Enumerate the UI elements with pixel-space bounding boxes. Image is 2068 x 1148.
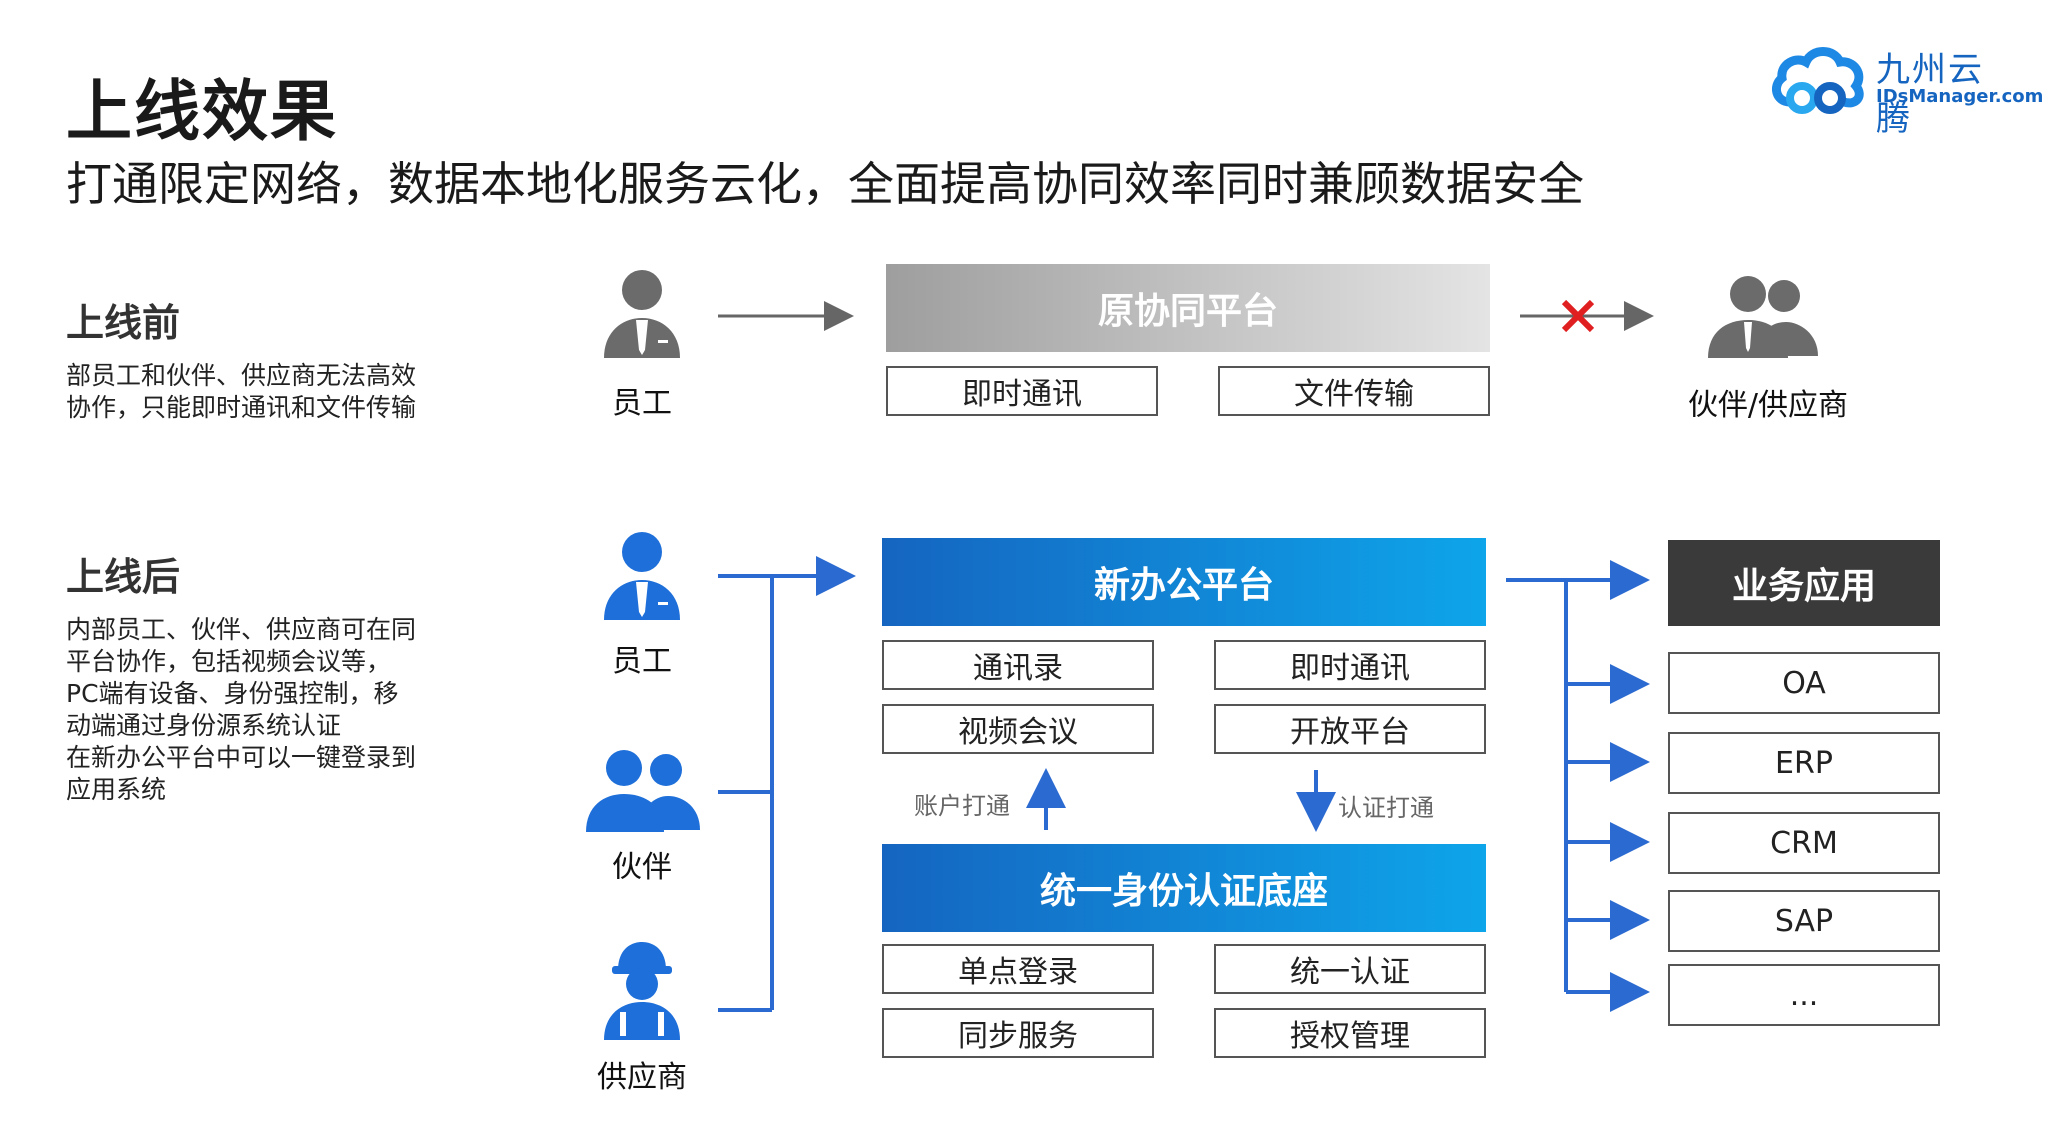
blocked-x-icon (1561, 299, 1595, 333)
app-item-more: ... (1668, 964, 1940, 1026)
persons-to-platform-connector (718, 556, 856, 1012)
after-employee-label: 员工 (612, 644, 672, 679)
new-platform-item: 即时通讯 (1214, 640, 1486, 690)
before-employee-label: 员工 (612, 386, 672, 421)
partner-icon-blue (586, 750, 700, 832)
old-platform-title: 原协同平台 (1097, 291, 1278, 332)
business-apps-title: 业务应用 (1731, 566, 1876, 607)
logo-english-text: IDsManager.com (1876, 86, 2044, 107)
before-desc-line: 协作，只能即时通讯和文件传输 (66, 393, 417, 422)
before-description: 部员工和伙伴、供应商无法高效 协作，只能即时通讯和文件传输 (66, 360, 416, 424)
employee-icon-blue (604, 532, 680, 620)
new-platform-title: 新办公平台 (1093, 565, 1274, 606)
app-item-crm: CRM (1668, 812, 1940, 874)
new-platform-header: 新办公平台 (882, 538, 1486, 626)
identity-base-title: 统一身份认证底座 (1039, 871, 1328, 912)
new-platform-item: 通讯录 (882, 640, 1154, 690)
supplier-icon-blue (604, 942, 680, 1040)
after-desc-line: 平台协作，包括视频会议等， (66, 647, 392, 676)
after-desc-line: 内部员工、伙伴、供应商可在同 (66, 615, 417, 644)
new-platform-item: 视频会议 (882, 704, 1154, 754)
after-desc-line: 应用系统 (66, 775, 167, 804)
after-description: 内部员工、伙伴、供应商可在同 平台协作，包括视频会议等， PC端有设备、身份强控… (66, 614, 416, 806)
after-desc-line: 动端通过身份源系统认证 (66, 711, 342, 740)
before-desc-line: 部员工和伙伴、供应商无法高效 (66, 361, 417, 390)
employee-icon-gray (604, 270, 680, 358)
page-subtitle: 打通限定网络，数据本地化服务云化，全面提高协同效率同时兼顾数据安全 (66, 157, 1584, 211)
identity-base-item: 单点登录 (882, 944, 1154, 994)
after-title: 上线后 (66, 555, 181, 599)
company-logo: 九州云腾 IDsManager.com (1768, 40, 2043, 139)
before-partners-label: 伙伴/供应商 (1687, 388, 1849, 423)
before-title: 上线前 (66, 301, 181, 345)
logo-chinese-text: 九州云腾 (1876, 50, 1984, 139)
new-platform-item: 开放平台 (1214, 704, 1486, 754)
identity-base-item: 同步服务 (882, 1008, 1154, 1058)
after-desc-line: PC端有设备、身份强控制，移 (66, 679, 399, 708)
cloud-logo-icon (1771, 47, 1864, 114)
auth-link-label: 认证打通 (1338, 794, 1434, 822)
old-platform-item: 即时通讯 (886, 366, 1158, 416)
app-item-sap: SAP (1668, 890, 1940, 952)
account-link-label: 账户打通 (914, 792, 1010, 820)
after-desc-line: 在新办公平台中可以一键登录到 (66, 743, 417, 772)
old-platform-header: 原协同平台 (886, 264, 1490, 352)
partners-icon-gray (1708, 276, 1818, 358)
app-item-erp: ERP (1668, 732, 1940, 794)
identity-base-item: 统一认证 (1214, 944, 1486, 994)
app-item-oa: OA (1668, 652, 1940, 714)
page-title: 上线效果 (66, 73, 338, 150)
after-supplier-label: 供应商 (597, 1060, 687, 1095)
after-partner-label: 伙伴 (612, 850, 672, 885)
business-apps-header: 业务应用 (1668, 540, 1940, 626)
identity-base-item: 授权管理 (1214, 1008, 1486, 1058)
old-platform-item: 文件传输 (1218, 366, 1490, 416)
platform-to-apps-connector (1506, 560, 1650, 1012)
identity-base-header: 统一身份认证底座 (882, 844, 1486, 932)
